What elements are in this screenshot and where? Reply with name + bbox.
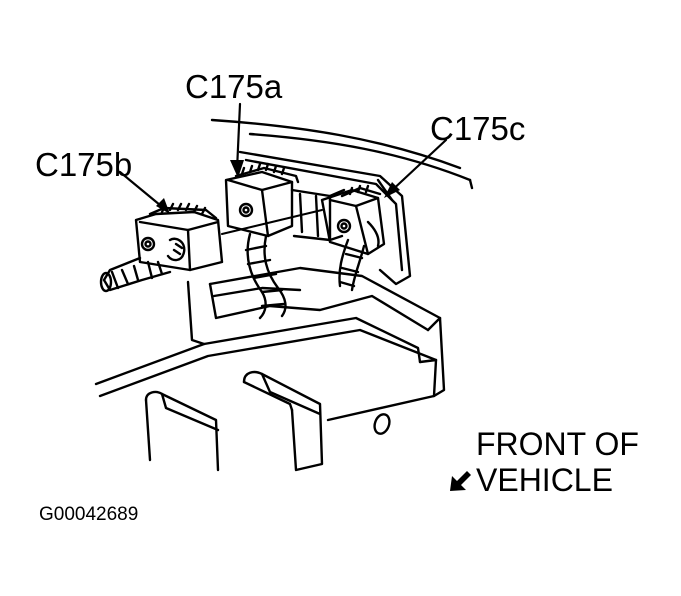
figure-id: G00042689 — [39, 504, 139, 525]
console-structure — [94, 266, 446, 472]
harness-c175b — [99, 256, 172, 293]
arrow-down-left-icon — [450, 471, 471, 491]
leader-c175c — [386, 138, 448, 196]
orientation-line2: VEHICLE — [476, 462, 613, 498]
leader-arrows — [118, 102, 448, 214]
dashboard-outline — [210, 118, 474, 190]
connector-c175c — [320, 184, 386, 256]
label-c175a: C175a — [185, 68, 283, 105]
label-c175b: C175b — [35, 146, 133, 183]
orientation-line1: FRONT OF — [476, 426, 639, 462]
leader-c175a — [235, 102, 242, 172]
label-c175c: C175c — [430, 110, 526, 147]
connector-c175a — [224, 162, 346, 242]
harness-c175c — [338, 238, 366, 292]
